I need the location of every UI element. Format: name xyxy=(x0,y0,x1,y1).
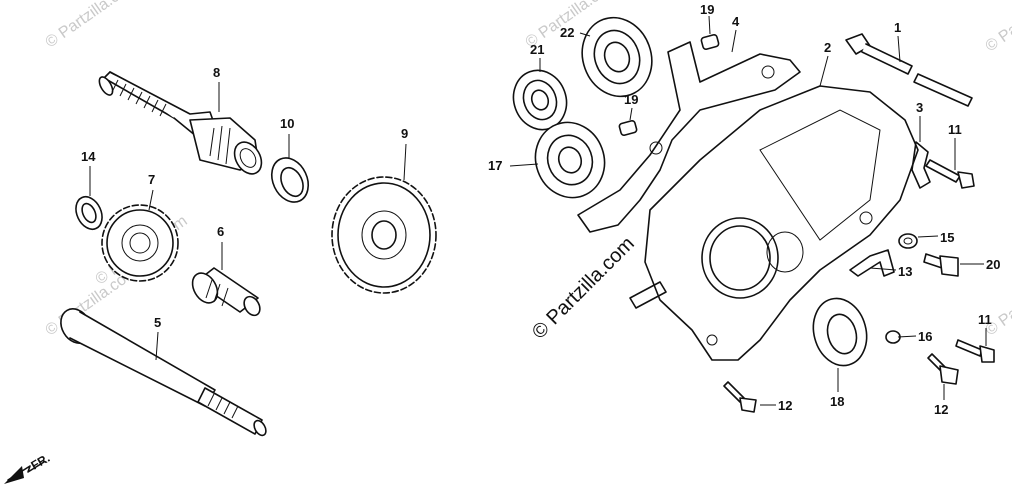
part-6-small-gear xyxy=(191,267,261,317)
callout-17: 17 xyxy=(488,158,502,173)
leader-lines xyxy=(89,15,987,406)
part-5-long-shaft xyxy=(60,308,267,437)
callout-2: 2 xyxy=(824,40,831,55)
callout-11-lower: 11 xyxy=(978,312,992,327)
callout-20: 20 xyxy=(986,257,1000,272)
callout-13: 13 xyxy=(898,264,912,279)
part-7-gear xyxy=(101,204,179,282)
callout-12-left: 12 xyxy=(778,398,792,413)
part-3-clip xyxy=(911,141,931,189)
callout-9: 9 xyxy=(401,126,408,141)
part-4-gasket xyxy=(577,41,801,233)
part-14-washer xyxy=(75,195,103,231)
callout-8: 8 xyxy=(213,65,220,80)
part-12-bolt-right xyxy=(927,353,959,385)
front-direction-indicator: FR. xyxy=(4,451,52,484)
callout-11-upper: 11 xyxy=(948,122,962,137)
watermark-tile: © Partzilla.com xyxy=(983,264,1012,340)
callout-7: 7 xyxy=(148,172,155,187)
part-11-bolt-upper xyxy=(925,159,975,189)
part-21-bearing xyxy=(512,69,568,131)
callout-15: 15 xyxy=(940,230,954,245)
part-9-large-gear xyxy=(331,176,437,294)
part-18-seal xyxy=(812,297,868,367)
callout-19-mid: 19 xyxy=(624,92,638,107)
callout-16: 16 xyxy=(918,329,932,344)
callout-18: 18 xyxy=(830,394,844,409)
callout-3: 3 xyxy=(916,100,923,115)
part-17-bearing xyxy=(534,121,606,199)
callout-1: 1 xyxy=(894,20,901,35)
part-15-washer xyxy=(898,233,918,249)
callout-21: 21 xyxy=(530,42,544,57)
callout-19-top: 19 xyxy=(700,2,714,17)
part-22-bearing xyxy=(581,16,653,98)
callout-12-right: 12 xyxy=(934,402,948,417)
watermark-main: © Partzilla.com xyxy=(528,233,639,344)
callout-14: 14 xyxy=(81,149,96,164)
part-13-clamp xyxy=(849,249,895,277)
callout-labels: 8 10 14 7 6 9 5 22 21 17 19 19 4 2 1 3 1… xyxy=(81,2,1000,417)
callout-22: 22 xyxy=(560,25,574,40)
part-8-shaft xyxy=(98,71,263,175)
part-10-seal xyxy=(270,157,310,203)
callout-4: 4 xyxy=(732,14,740,29)
part-11-bolt-lower xyxy=(955,339,995,363)
watermark-tile: © Partzilla.com xyxy=(43,0,141,51)
watermark-tile: © Partzilla.com xyxy=(983,0,1012,55)
part-16-washer xyxy=(885,330,901,344)
callout-6: 6 xyxy=(217,224,224,239)
part-1-bolt xyxy=(845,33,973,107)
part-20-bolt xyxy=(923,253,959,277)
part-12-bolt-left xyxy=(723,381,757,413)
callout-5: 5 xyxy=(154,315,161,330)
part-2-case-cover xyxy=(629,85,919,361)
part-19-dowel-pins xyxy=(618,34,720,136)
callout-10: 10 xyxy=(280,116,294,131)
